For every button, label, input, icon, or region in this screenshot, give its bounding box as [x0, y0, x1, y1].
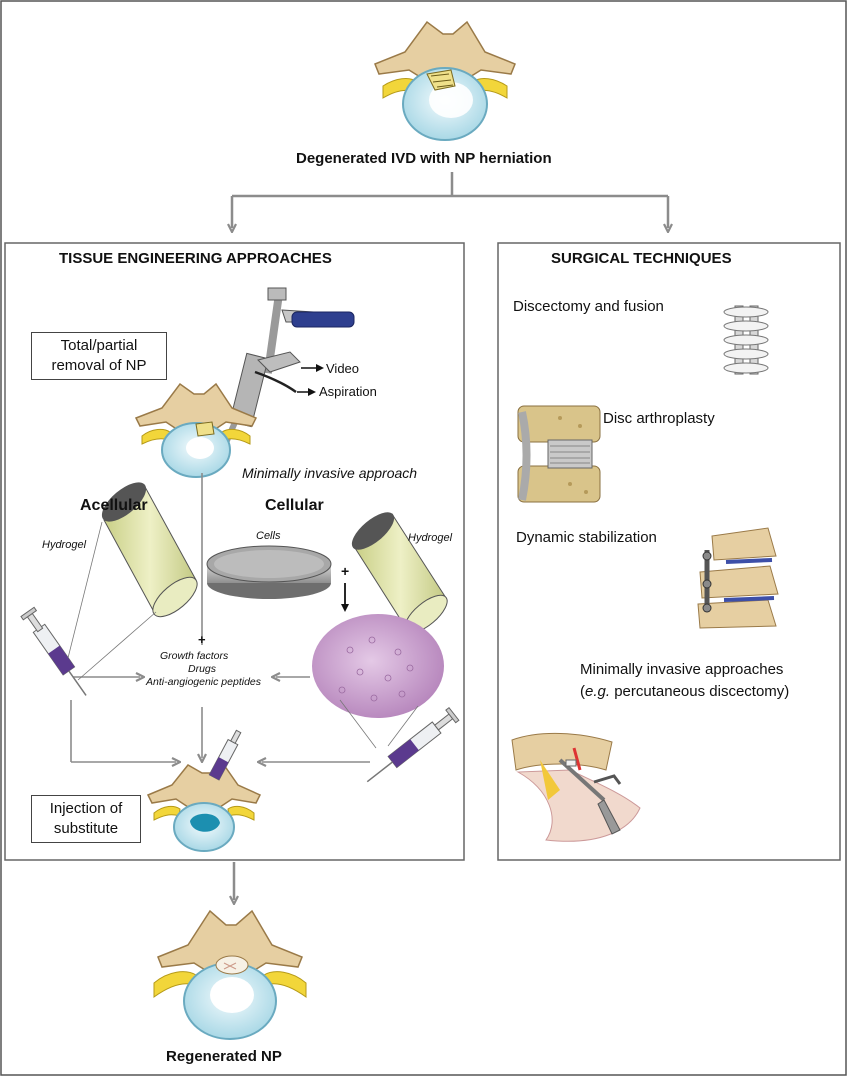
additive-drugs: Drugs: [188, 663, 217, 675]
cell-culture-dish: [206, 545, 332, 599]
removal-box-line-2: removal of NP: [51, 357, 147, 374]
cells-in-hydrogel-blob: [312, 614, 444, 718]
surgical-heading: SURGICAL TECHNIQUES: [551, 250, 732, 267]
acellular-hydrogel-cylinder: [101, 482, 198, 618]
percutaneous-discectomy-illustration: [511, 732, 641, 842]
surgical-techniques-panel: [497, 242, 841, 861]
minimally-invasive-label: Minimally invasive approach: [242, 465, 418, 481]
injection-box-line-1: Injection of: [49, 800, 123, 817]
tissue-flow-arrows: [70, 473, 370, 762]
aspiration-label: Aspiration: [319, 384, 377, 399]
regenerated-vertebra-illustration: [153, 909, 307, 1040]
disc-arthroplasty-illustration: [517, 405, 601, 503]
surgical-item-discectomy-fusion: Discectomy and fusion: [513, 298, 664, 315]
dynamic-stabilization-illustration: [697, 527, 779, 629]
cellular-hydrogel-cylinder: [351, 512, 448, 634]
acellular-zoom-lines: [65, 521, 157, 681]
small-injection-syringe: [208, 729, 242, 781]
top-caption: Degenerated IVD with NP herniation: [296, 150, 552, 167]
bottom-caption: Regenerated NP: [166, 1048, 282, 1065]
cellular-zoom-lines: [339, 699, 419, 749]
surgical-item-dynamic-stabilization: Dynamic stabilization: [516, 529, 657, 546]
injection-vertebra-illustration: [146, 763, 262, 852]
removal-box-line-1: Total/partial: [60, 337, 138, 354]
acellular-syringe: [20, 606, 87, 696]
endoscope-instrument: [211, 287, 355, 472]
hydrogel-right-label: Hydrogel: [408, 532, 453, 544]
additives-plus: +: [198, 632, 206, 647]
degenerated-vertebra-illustration: [374, 20, 516, 141]
video-label: Video: [326, 361, 360, 376]
discectomy-fusion-illustration: [723, 305, 769, 375]
cellular-syringe: [366, 706, 460, 783]
hydrogel-left-label: Hydrogel: [42, 539, 87, 551]
mi-line2-prefix: (: [580, 683, 585, 700]
additive-anti-angiogenic-peptides: Anti-angiogenic peptides: [146, 676, 261, 688]
cellular-label: Cellular: [265, 497, 324, 514]
tissue-heading: TISSUE ENGINEERING APPROACHES: [59, 250, 332, 267]
top-branch-arrows: [232, 172, 668, 228]
cells-hydrogel-plus: +: [341, 563, 350, 579]
surgical-item-minimally-invasive-line-1: Minimally invasive approaches: [580, 661, 784, 678]
injection-box-line-2: substitute: [53, 820, 119, 837]
mi-line2-eg: e.g.: [585, 683, 611, 700]
surgical-item-minimally-invasive-line-2: (e.g. percutaneous discectomy): [580, 683, 789, 700]
mi-line2-rest: percutaneous discectomy): [610, 683, 790, 700]
acellular-label: Acellular: [80, 497, 148, 514]
injection-box: Injection of substitute: [31, 795, 141, 843]
additive-growth-factors: Growth factors: [160, 650, 229, 662]
removal-vertebra-illustration: [134, 382, 258, 478]
removal-box: Total/partial removal of NP: [31, 332, 167, 380]
tissue-engineering-panel: [4, 242, 465, 861]
surgical-item-disc-arthroplasty: Disc arthroplasty: [603, 410, 715, 427]
cells-label: Cells: [256, 530, 281, 542]
